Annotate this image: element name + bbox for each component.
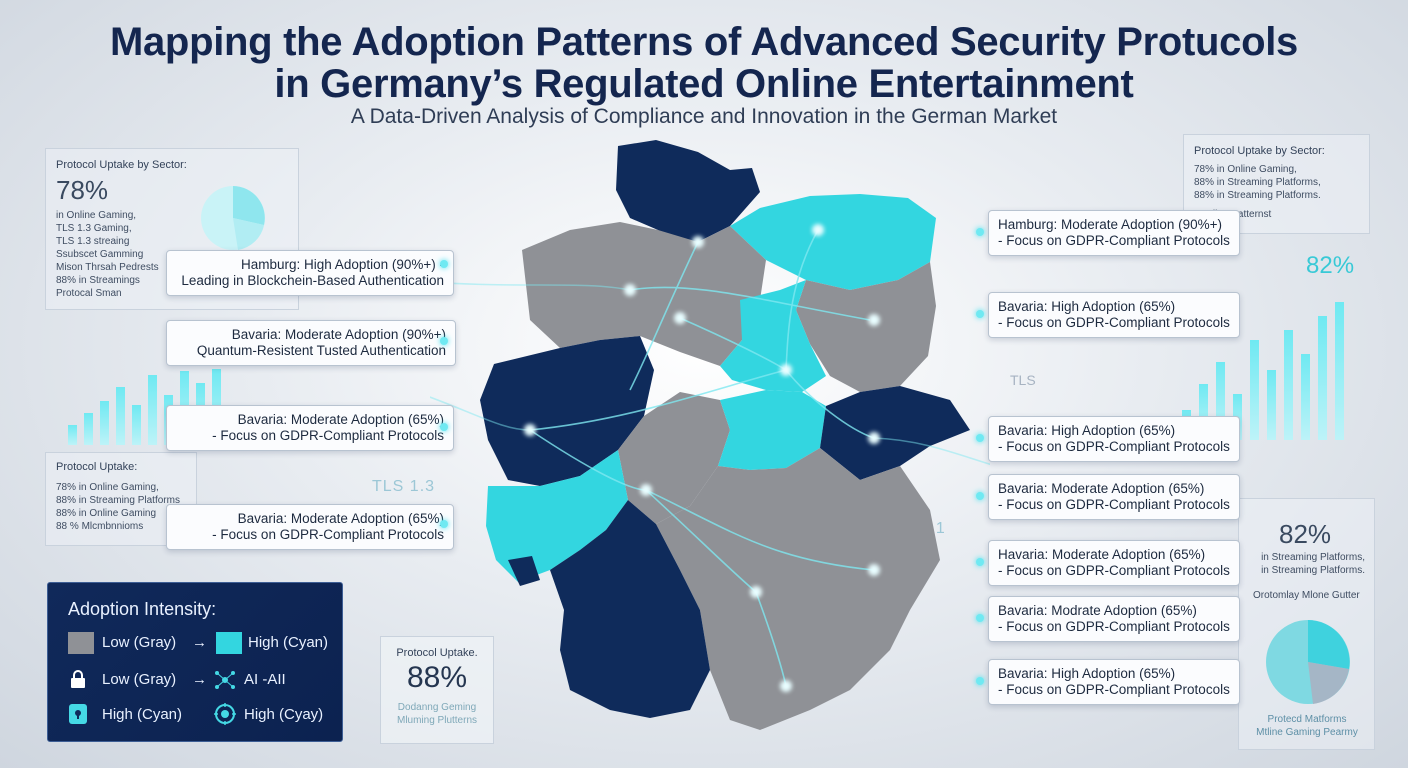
region-bavaria — [656, 448, 940, 730]
right-bottom-tag: Orotomlay Mlone Gutter — [1253, 590, 1360, 601]
region-mecklenburg — [730, 194, 936, 290]
left-stats-panel: Protocol Uptake by Sector: 78% in Online… — [45, 148, 299, 310]
leader-dot — [976, 614, 984, 622]
leader-dot — [976, 310, 984, 318]
legend-ai-label: AI -AII — [244, 671, 286, 688]
leader-dot — [976, 228, 984, 236]
region-schleswig-holstein — [616, 140, 760, 248]
callout-left-4: Bavaria: Moderate Adoption (65%)- Focus … — [166, 504, 454, 550]
leader-dot — [440, 337, 448, 345]
region-nrw — [480, 336, 654, 486]
callout-right-1: Hamburg: Moderate Adoption (90%+)- Focus… — [988, 210, 1240, 256]
floating-label-tls-right: TLS — [1010, 372, 1036, 388]
callout-right-3: Bavaria: High Adoption (65%)- Focus on G… — [988, 416, 1240, 462]
legend-panel: Adoption Intensity: Low (Gray) → High (C… — [47, 582, 343, 742]
right-bottom-lines: in Streaming Platforms,in Streaming Plat… — [1261, 552, 1365, 576]
leader-dot — [440, 423, 448, 431]
right-panel-heading: Protocol Uptake by Sector: — [1194, 145, 1325, 157]
center-stat-heading: Protocol Uptake. — [396, 647, 478, 659]
callout-right-7: Bavaria: High Adoption (65%)- Focus on G… — [988, 659, 1240, 705]
leader-dot — [976, 434, 984, 442]
legend-low-label-2: Low (Gray) — [102, 671, 177, 688]
page-subtitle: A Data-Driven Analysis of Compliance and… — [350, 105, 1058, 128]
germany-map — [430, 140, 990, 730]
region-saxony-anhalt — [720, 280, 826, 392]
legend-low-label: Low (Gray) — [102, 634, 177, 651]
leader-dot — [976, 677, 984, 685]
callout-right-5: Havaria: Moderate Adoption (65%)- Focus … — [988, 540, 1240, 586]
center-stat-value: 88% — [406, 661, 468, 694]
floating-label-tls13: TLS 1.3 — [372, 478, 436, 495]
right-top-percent: 82% — [1306, 252, 1355, 279]
region-rhineland — [486, 450, 628, 582]
callout-right-4: Bavaria: Moderate Adoption (65%)- Focus … — [988, 474, 1240, 520]
legend-high-label-3: High (Cyay) — [244, 706, 324, 723]
network-nodes-icon — [215, 671, 235, 689]
legend-high-label-2: High (Cyan) — [102, 706, 183, 723]
leader-dot — [440, 260, 448, 268]
legend-high-label: High (Cyan) — [248, 634, 329, 651]
swatch-high-cyan — [216, 632, 242, 654]
legend-title: Adoption Intensity: — [68, 599, 217, 619]
right-bottom-panel: 82% in Streaming Platforms,in Streaming … — [1238, 498, 1375, 750]
page-title-line2: in Germany’s Regulated Online Entertainm… — [274, 62, 1134, 106]
left-panel-value: 78% — [56, 175, 109, 205]
callout-right-6: Bavaria: Modrate Adoption (65%)- Focus o… — [988, 596, 1240, 642]
pie-chart-icon-right — [1266, 620, 1350, 704]
chip-brain-icon — [214, 703, 236, 725]
swatch-low-gray — [68, 632, 94, 654]
callout-left-2: Bavaria: Moderate Adoption (90%+)Quantum… — [166, 320, 456, 366]
callout-left-3: Bavaria: Moderate Adoption (65%)- Focus … — [166, 405, 454, 451]
right-bottom-value: 82% — [1279, 519, 1332, 549]
callout-left-1: Hamburg: High Adoption (90%+) -Leading i… — [166, 250, 454, 296]
pie-chart-icon — [201, 186, 265, 250]
callout-right-2: Bavaria: High Adoption (65%)- Focus on G… — [988, 292, 1240, 338]
page-title-line1: Mapping the Adoption Patterns of Advance… — [109, 20, 1299, 64]
leader-dot — [976, 558, 984, 566]
region-saarland — [508, 556, 540, 586]
region-baden-wuerttemberg — [550, 500, 710, 718]
region-brandenburg — [796, 262, 936, 392]
leader-dot — [440, 520, 448, 528]
left-protocol-heading: Protocol Uptake: — [56, 461, 138, 473]
left-protocol-lines: 78% in Online Gaming,88% in Streaming Pl… — [56, 482, 180, 532]
left-panel-heading: Protocol Uptake by Sector: — [56, 159, 187, 171]
arrow-icon-2: → — [192, 671, 207, 688]
left-panel-lines: in Online Gaming,TLS 1.3 Gaming,TLS 1.3 … — [56, 210, 159, 299]
lock-icon — [71, 670, 85, 688]
leader-dot — [976, 492, 984, 500]
shield-icon — [69, 704, 87, 724]
arrow-icon: → — [192, 634, 207, 651]
region-saxony — [820, 386, 970, 480]
region-thuringia — [718, 390, 826, 470]
